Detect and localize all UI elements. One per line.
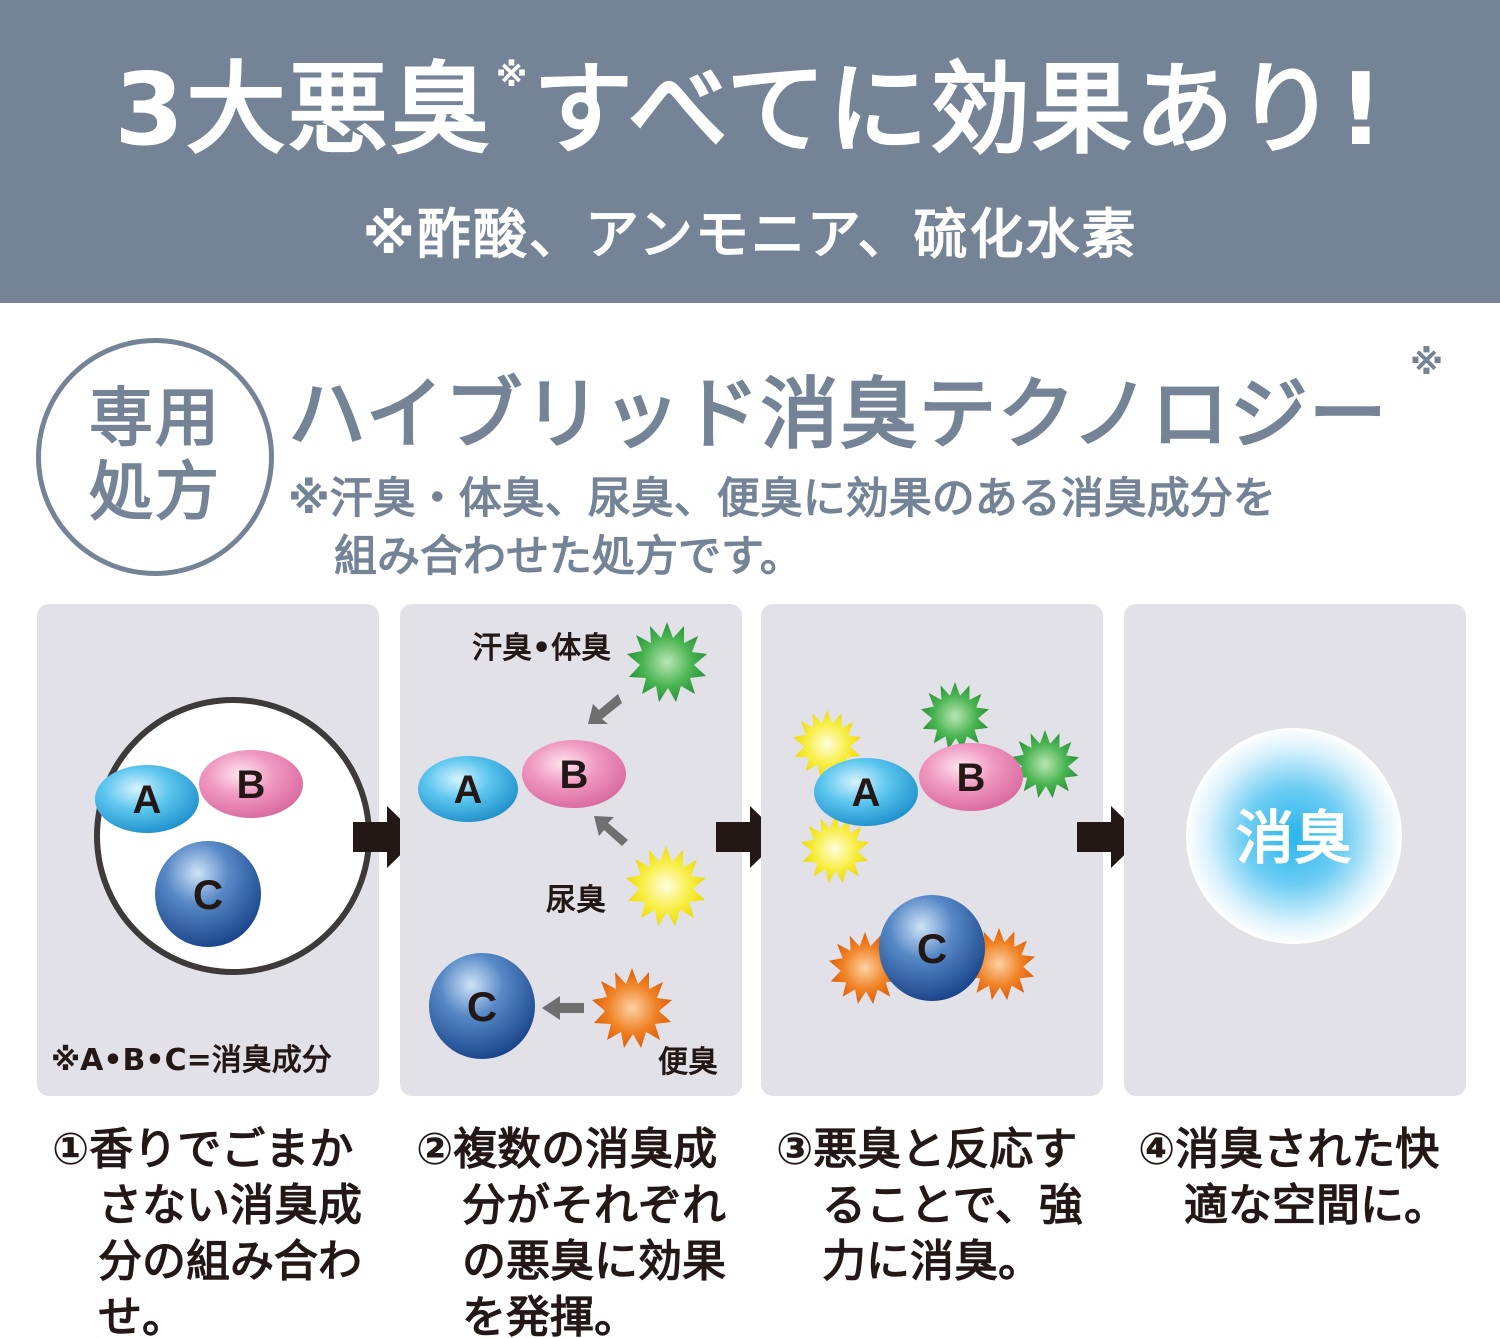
- green-odor-icon: [627, 622, 707, 702]
- molecule-b: B: [919, 743, 1023, 811]
- special-formula-badge: 専用 処方: [36, 338, 274, 576]
- molecule-b: B: [199, 750, 303, 818]
- deodorized-label: 消臭: [1236, 804, 1352, 872]
- svg-text:A: A: [133, 778, 162, 822]
- technology-title: ハイブリッド消臭テクノロジー: [288, 370, 1388, 460]
- svg-text:B: B: [560, 753, 589, 797]
- arrow-to-b-icon: [588, 694, 622, 724]
- svg-text:B: B: [957, 756, 986, 800]
- green-odor-icon: [921, 682, 989, 750]
- feces-odor-label: 便臭: [658, 1045, 718, 1080]
- svg-text:C: C: [193, 871, 223, 918]
- yellow-odor-icon: [626, 846, 706, 926]
- banner-title: 3大悪臭※すべてに効果あり!: [114, 51, 1386, 168]
- svg-text:C: C: [917, 925, 947, 972]
- green-odor-icon: [1011, 730, 1079, 798]
- step-1-panel: A B C ※A•B•C=消臭成分: [37, 604, 379, 1096]
- molecule-c: C: [155, 841, 261, 947]
- technology-note-line-2: 組み合わせた処方です。: [334, 532, 803, 582]
- arrow-to-b-icon: [594, 816, 628, 846]
- molecule-c: C: [429, 953, 535, 1059]
- svg-text:C: C: [467, 983, 497, 1030]
- top-banner: 3大悪臭※すべてに効果あり! ※酢酸、アンモニア、硫化水素: [0, 0, 1500, 303]
- molecule-a: A: [814, 758, 918, 826]
- molecule-b: B: [522, 740, 626, 808]
- molecule-c: C: [879, 895, 985, 1001]
- molecule-a: A: [418, 756, 518, 822]
- step-4-caption: ④消臭された快適な空間に。: [1138, 1124, 1448, 1231]
- technology-note: ※汗臭・体臭、尿臭、便臭に効果のある消臭成分を 組み合わせた処方です。: [288, 470, 1276, 586]
- arrow-to-c-icon: [542, 996, 584, 1020]
- technology-note-line-1: ※汗臭・体臭、尿臭、便臭に効果のある消臭成分を: [288, 474, 1276, 524]
- technology-asterisk: ※: [1410, 343, 1444, 383]
- step-2-panel: 汗臭•体臭 A B 尿臭 C 便臭: [400, 604, 742, 1096]
- deodorized-glow: [1186, 728, 1402, 944]
- step-3-caption: ③悪臭と反応することで、強力に消臭。: [776, 1124, 1083, 1287]
- badge-line-1: 専用: [89, 382, 221, 457]
- svg-text:A: A: [454, 768, 483, 812]
- molecule-a: A: [95, 765, 199, 833]
- svg-text:B: B: [237, 763, 266, 807]
- step-1-caption: ①香りでごまかさない消臭成分の組み合わせ。: [52, 1124, 362, 1338]
- banner-subtitle: ※酢酸、アンモニア、硫化水素: [362, 203, 1138, 266]
- badge-line-2: 処方: [89, 456, 221, 530]
- step-4-panel: 消臭: [1124, 604, 1466, 1096]
- step-2-caption: ②複数の消臭成分がそれぞれの悪臭に効果を発揮。: [416, 1124, 726, 1338]
- svg-text:A: A: [852, 771, 881, 815]
- urine-odor-label: 尿臭: [546, 883, 606, 918]
- component-note: ※A•B•C=消臭成分: [51, 1043, 332, 1078]
- sweat-odor-label: 汗臭•体臭: [472, 631, 611, 666]
- asterisk-mark: ※: [495, 56, 530, 94]
- orange-odor-icon: [592, 968, 672, 1048]
- step-3-panel: A B C: [761, 604, 1103, 1096]
